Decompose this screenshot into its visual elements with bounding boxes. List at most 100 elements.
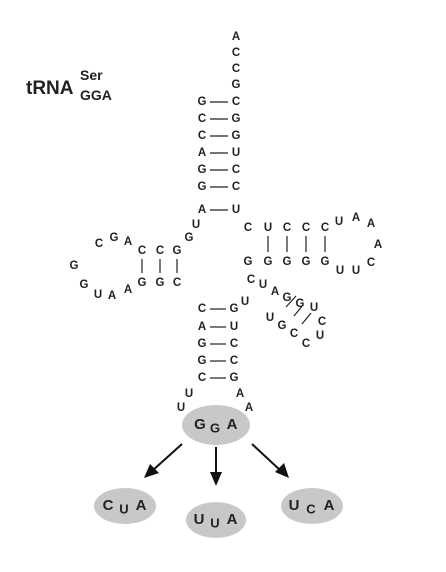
nt: A	[198, 204, 206, 216]
arrow-left	[151, 443, 183, 472]
nt: C	[103, 497, 114, 514]
acceptor-stem: G C C G C G A U G C G C A U	[198, 96, 241, 216]
nt: G	[264, 256, 273, 268]
nt: C	[198, 130, 206, 142]
nt: A	[227, 416, 238, 433]
nt: G	[194, 416, 206, 433]
d-arm: G C C G G G C A G C G G U A A	[70, 232, 194, 302]
nt: U	[335, 216, 343, 228]
nt: A	[367, 218, 375, 230]
nt: G	[278, 320, 287, 332]
title-superscript: Ser	[80, 67, 103, 83]
nt: U	[94, 289, 102, 301]
nt: G	[232, 130, 241, 142]
nt: U	[289, 497, 300, 514]
nt: U	[194, 511, 205, 528]
nt: G	[198, 181, 207, 193]
nt: G	[230, 303, 239, 315]
nt: G	[70, 260, 79, 272]
nt: U	[259, 279, 267, 291]
nt: A	[232, 31, 240, 43]
title-subscript: GGA	[80, 87, 112, 103]
nt: C	[367, 257, 375, 269]
nt: G	[230, 372, 239, 384]
bond	[301, 312, 312, 325]
arrowhead-middle	[210, 472, 222, 486]
nt: U	[264, 222, 272, 234]
nt: A	[124, 284, 132, 296]
nt: U	[241, 296, 249, 308]
nt: G	[296, 298, 305, 310]
nt: C	[232, 63, 240, 75]
variable-arm: C U A G G U C U C C G U	[247, 274, 326, 350]
nt: C	[198, 372, 206, 384]
t-arm: C U C C C G G G G G U A A A C U U	[244, 212, 383, 277]
variant-oval	[186, 502, 246, 538]
variant-3: U C A	[281, 488, 343, 524]
nt: G	[210, 420, 220, 435]
nt: G	[198, 96, 207, 108]
arrowhead-left	[144, 464, 159, 478]
nt: C	[318, 316, 326, 328]
nt: G	[198, 338, 207, 350]
nt: C	[232, 181, 240, 193]
nt: G	[232, 79, 241, 91]
nt: C	[244, 222, 252, 234]
nt: G	[173, 245, 182, 257]
nt: A	[245, 402, 253, 414]
nt: A	[271, 286, 279, 298]
nt: A	[227, 511, 238, 528]
nt: C	[95, 238, 103, 250]
nt: U	[352, 265, 360, 277]
nt: G	[321, 256, 330, 268]
nt: C	[232, 96, 240, 108]
nt: U	[230, 321, 238, 333]
arrowhead-right	[275, 463, 289, 478]
nt: G	[138, 277, 147, 289]
nt: U	[185, 388, 193, 400]
variant-oval	[281, 488, 343, 524]
nt: C	[302, 222, 310, 234]
nt: A	[198, 321, 206, 333]
nt: C	[138, 245, 146, 257]
nt: G	[110, 232, 119, 244]
nt: C	[198, 303, 206, 315]
nt: C	[247, 274, 255, 286]
nt: G	[198, 355, 207, 367]
nt: A	[236, 388, 244, 400]
nt: U	[232, 204, 240, 216]
nt: C	[232, 164, 240, 176]
nt: G	[156, 277, 165, 289]
nt: C	[306, 501, 316, 516]
nt: A	[352, 212, 360, 224]
nt: C	[230, 338, 238, 350]
nt: G	[302, 256, 311, 268]
nt: U	[232, 147, 240, 159]
variant-2: U U A	[186, 502, 246, 538]
nt: A	[124, 236, 132, 248]
nt-junction: U	[192, 219, 200, 231]
nt: C	[290, 328, 298, 340]
acceptor-tail: A C C G	[232, 31, 241, 91]
nt: G	[283, 256, 292, 268]
nt: A	[198, 147, 206, 159]
nt: U	[210, 515, 219, 530]
anticodon-oval	[182, 405, 250, 445]
anticodon-stem: C G U A U G C G C C G U A U A	[177, 296, 253, 414]
nt: G	[185, 232, 194, 244]
nt: G	[244, 256, 253, 268]
nt: U	[316, 330, 324, 342]
nt: U	[336, 265, 344, 277]
anticodon: G G A	[182, 405, 250, 445]
title-main: tRNA	[26, 78, 74, 99]
nt: C	[232, 47, 240, 59]
nt: G	[283, 292, 292, 304]
nt: U	[266, 312, 274, 324]
arrow-right	[251, 443, 282, 472]
nt: U	[177, 402, 185, 414]
nt: C	[321, 222, 329, 234]
nt: G	[232, 113, 241, 125]
nt: C	[283, 222, 291, 234]
nt: A	[136, 497, 147, 514]
